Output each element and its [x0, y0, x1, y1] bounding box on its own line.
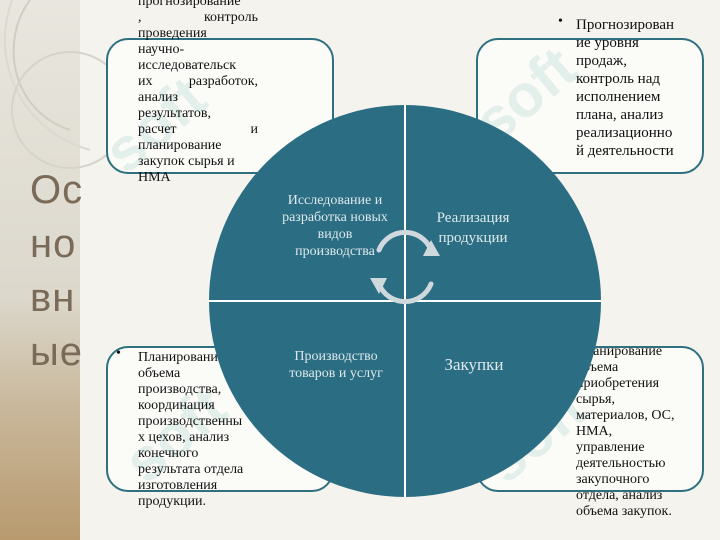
- card-top-left-text: прогнозирование , контроль проведения на…: [138, 0, 258, 186]
- text-line: проведения: [138, 26, 207, 41]
- cycle-diagram: Исследование и разработка новых видов пр…: [208, 104, 602, 503]
- text-line: приобретения: [576, 376, 660, 391]
- label-line: товаров и услуг: [289, 366, 383, 381]
- text-line: расчет и: [138, 122, 258, 137]
- cycle-circle: [209, 105, 601, 497]
- title-line: вн: [30, 276, 76, 320]
- slide-title: Ос но вн ые: [30, 170, 90, 386]
- text-line: реализационно: [576, 125, 673, 141]
- text-line: отдела, анализ: [576, 488, 663, 503]
- quadrant-label-research: Исследование и разработка новых видов пр…: [270, 192, 400, 260]
- title-line: ые: [30, 330, 83, 374]
- text-line: исполнением: [576, 89, 661, 105]
- label-line: Производство: [294, 349, 378, 364]
- text-line: производственны: [138, 414, 243, 429]
- text-line: производства,: [138, 382, 222, 397]
- card-top-right-text: Прогнозирован ие уровня продаж, контроль…: [576, 16, 706, 160]
- text-line: объема: [138, 366, 181, 381]
- label-line: разработка новых: [282, 210, 388, 225]
- text-line: , контроль: [138, 10, 258, 25]
- text-line: закупочного: [576, 472, 650, 487]
- text-line: контроль над: [576, 71, 660, 87]
- text-line: их разработок,: [138, 74, 258, 89]
- text-line: исследовательск: [138, 58, 237, 73]
- text-line: результатов,: [138, 106, 212, 121]
- text-line: закупок сырья и: [138, 154, 235, 169]
- text-line: Прогнозирован: [576, 17, 675, 33]
- text-line: Планирование: [576, 344, 663, 359]
- bullet-icon: •: [116, 346, 121, 361]
- text-line: продукции.: [138, 494, 206, 509]
- text-line: анализ: [138, 90, 179, 105]
- text-line: й деятельности: [576, 143, 674, 159]
- card-bottom-right-text: Планирование объема приобретения сырья, …: [576, 344, 706, 520]
- text-line: прогнозирование: [138, 0, 241, 9]
- left-background-strip: [0, 0, 80, 540]
- text-line: НМА,: [576, 424, 613, 439]
- text-line: продаж,: [576, 53, 627, 69]
- text-line: научно-: [138, 42, 185, 57]
- quadrant-label-sales: Реализация продукции: [418, 208, 528, 248]
- text-line: деятельностью: [576, 456, 666, 471]
- text-line: результата отдела: [138, 462, 244, 477]
- label-line: Исследование и: [287, 193, 383, 208]
- label-line: Реализация: [436, 210, 510, 226]
- bullet-icon: •: [558, 14, 563, 29]
- title-line: но: [30, 222, 77, 266]
- text-line: управление: [576, 440, 645, 455]
- text-line: сырья,: [576, 392, 615, 407]
- text-line: конечного: [138, 446, 199, 461]
- text-line: планирование: [138, 138, 222, 153]
- text-line: материалов, ОС,: [576, 408, 675, 423]
- text-line: изготовления: [138, 478, 218, 493]
- text-line: плана, анализ: [576, 107, 664, 123]
- label-line: продукции: [438, 230, 508, 246]
- text-line: координация: [138, 398, 215, 413]
- text-line: объема закупок.: [576, 504, 672, 519]
- label-line: производства: [295, 244, 375, 259]
- card-bottom-left-text: Планирование объема производства, коорди…: [138, 350, 268, 510]
- text-line: х цехов, анализ: [138, 430, 230, 445]
- text-line: НМА: [138, 170, 171, 185]
- title-line: Ос: [30, 168, 84, 212]
- label-line: видов: [317, 227, 353, 242]
- label-line: Закупки: [444, 355, 504, 374]
- cycle-arrows-icon: [370, 229, 440, 305]
- text-line: Планирование: [138, 350, 225, 365]
- quadrant-label-production: Производство товаров и услуг: [266, 348, 406, 382]
- quadrant-label-purchasing: Закупки: [424, 356, 524, 373]
- text-line: ие уровня: [576, 35, 639, 51]
